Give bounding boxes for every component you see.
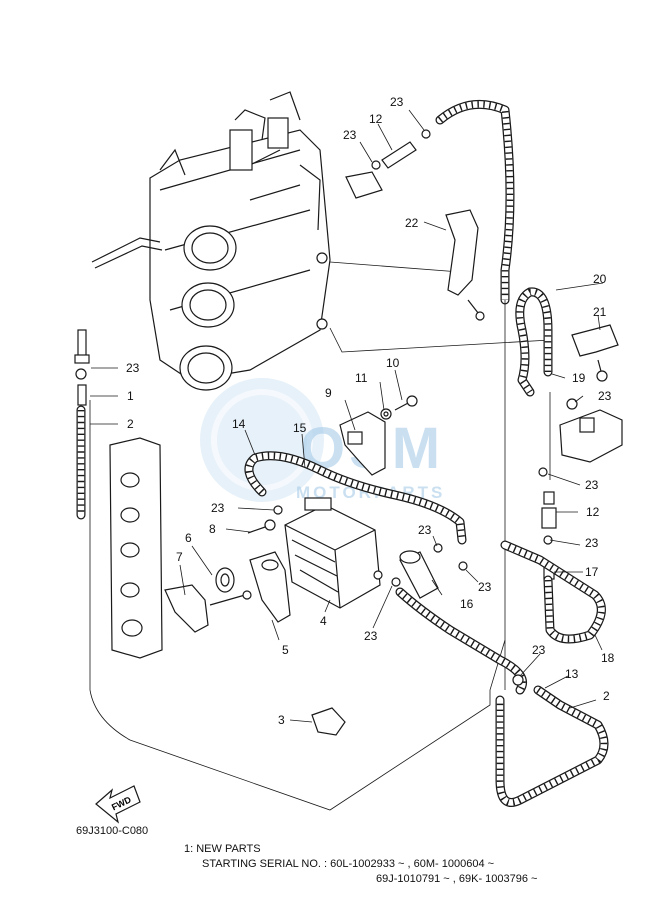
callout-8: 8	[209, 522, 216, 536]
callout-19: 19	[572, 371, 586, 385]
part-3-clamp	[311, 707, 346, 736]
part-4-canister	[284, 497, 383, 609]
callout-3: 3	[278, 713, 285, 727]
callout-23-canister: 23	[364, 629, 378, 643]
callout-6: 6	[185, 531, 192, 545]
callout-23-filter: 23	[478, 580, 492, 594]
callout-14: 14	[232, 417, 246, 431]
callout-23-hose14: 23	[211, 501, 225, 515]
callout-12-top: 12	[369, 112, 383, 126]
part-8-bolt	[247, 519, 276, 534]
callout-23-pump-mid: 23	[585, 478, 599, 492]
callout-labels: 1 2 2 3 4 5 6 7 8 9 10 11 12 12 13 14 15…	[126, 95, 615, 727]
throttle-body-assembly	[91, 91, 551, 391]
callout-9: 9	[325, 386, 332, 400]
upper-fuel-hose	[435, 99, 515, 690]
part-1-pipe	[74, 329, 90, 406]
callout-18: 18	[601, 651, 615, 665]
fwd-arrow: FWD	[95, 785, 141, 824]
callout-12-right: 12	[586, 505, 600, 519]
callout-7: 7	[176, 550, 183, 564]
callout-11: 11	[355, 371, 368, 385]
part-7-stay	[164, 584, 252, 633]
part-10-bolt	[394, 395, 418, 411]
note-line-2: STARTING SERIAL NO. : 60L-1002933 ~ , 60…	[202, 858, 495, 870]
callout-23-lower: 23	[532, 643, 546, 657]
callout-5: 5	[282, 643, 289, 657]
callout-17: 17	[585, 565, 599, 579]
callout-16: 16	[460, 597, 474, 611]
part-2-hose-lower	[495, 685, 609, 807]
callout-10: 10	[386, 356, 400, 370]
watermark: OSM MOTORPARTS	[200, 378, 442, 502]
callout-23-left: 23	[126, 361, 140, 375]
part-16-filter	[399, 550, 439, 599]
callout-23-pump-top: 23	[598, 389, 612, 403]
callout-2-left: 2	[127, 417, 134, 431]
callout-23-pump-low: 23	[585, 536, 599, 550]
callout-leaders	[90, 109, 604, 723]
part-11-washer	[380, 408, 392, 420]
part-18-hose	[500, 540, 606, 644]
watermark-globe	[200, 378, 324, 502]
callout-15: 15	[293, 421, 307, 435]
part-12-joint-top	[345, 129, 431, 199]
part-14-hose	[244, 451, 467, 545]
part-5-bracket	[249, 551, 291, 623]
part-20-hose	[515, 287, 553, 397]
hose-clips	[75, 368, 578, 686]
callout-4: 4	[320, 614, 327, 628]
note-line-1: 1: NEW PARTS	[184, 843, 261, 855]
part-22-bracket	[445, 209, 485, 321]
callout-1: 1	[127, 389, 134, 403]
callout-20: 20	[593, 272, 607, 286]
callout-13: 13	[565, 667, 579, 681]
part-9-bracket	[339, 411, 386, 476]
note-line-3: 69J-1010791 ~ , 69K- 1003796 ~	[376, 873, 538, 885]
fuel-pump-body	[549, 392, 623, 480]
callout-21: 21	[593, 305, 607, 319]
part-6-grommet	[215, 567, 235, 593]
callout-23-top-left: 23	[343, 128, 357, 142]
assembly-outline	[89, 400, 506, 811]
callout-2-right: 2	[603, 689, 610, 703]
callout-23-top-right: 23	[390, 95, 404, 109]
callout-22: 22	[405, 216, 419, 230]
mounting-plate	[109, 437, 163, 659]
part-21-bracket	[571, 324, 619, 382]
callout-23-center: 23	[418, 523, 432, 537]
diagram-code: 69J3100-C080	[76, 825, 149, 837]
